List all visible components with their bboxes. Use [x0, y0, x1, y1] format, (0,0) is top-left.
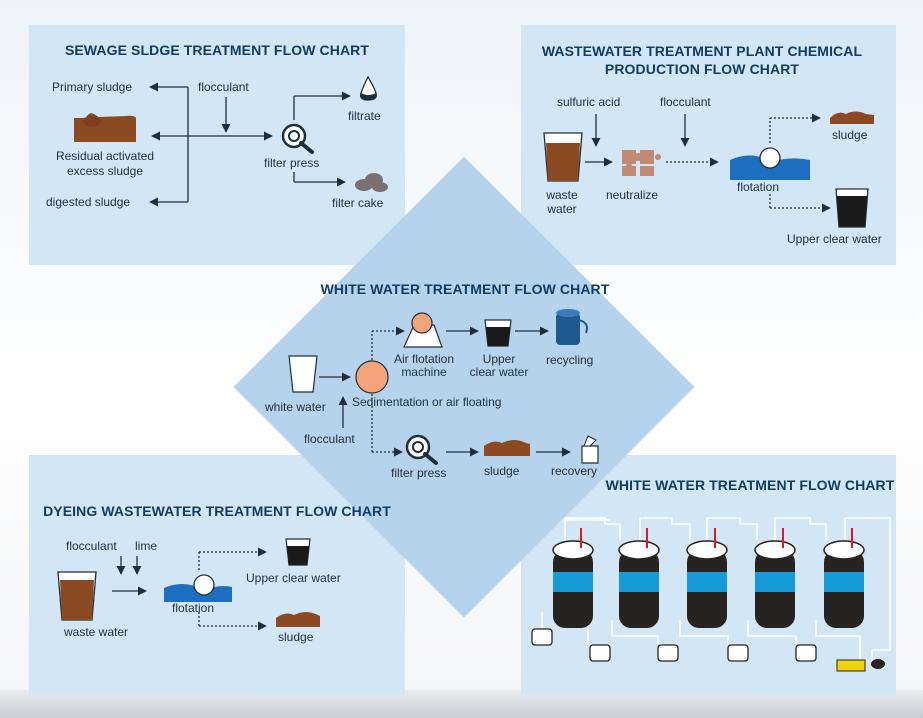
white-water-label: white water	[265, 400, 326, 414]
residual-sludge-label: Residual activated excess sludge	[55, 149, 155, 178]
sewage-sludge-panel	[29, 25, 405, 265]
lime-label: lime	[135, 539, 158, 553]
chem-flotation-icon	[730, 147, 810, 180]
dyeing-sludge-icon	[276, 612, 320, 627]
digested-sludge-label: digested sludge	[46, 195, 131, 209]
chem-sludge-label: sludge	[832, 128, 868, 142]
tank-pipes	[541, 517, 891, 664]
primary-sludge-label: Primary sludge	[52, 80, 133, 94]
dyeing-flocculant-label: flocculant	[66, 539, 117, 553]
recycling-label: recycling	[546, 353, 594, 367]
filtrate-drop-icon	[360, 75, 377, 101]
center-filter-press-label: filter press	[391, 466, 447, 480]
recovery-label: recovery	[551, 464, 598, 478]
dyeing-clear-water-cup-icon	[285, 538, 311, 566]
pump-1	[531, 628, 553, 646]
pump-motor-icon	[871, 659, 885, 669]
chem-flocculant-label: flocculant	[660, 95, 711, 109]
white-water-cup-icon	[288, 355, 318, 393]
residual-sludge-icon	[74, 113, 136, 142]
chem-waste-water-label: waste water	[546, 188, 578, 216]
center-filter-press-icon	[405, 434, 438, 465]
dyeing-title: DYEING WASTEWATER TREATMENT FLOW CHART	[43, 503, 391, 519]
chem-flow-lines	[585, 113, 831, 213]
tank-1	[552, 528, 594, 628]
dyeing-flotation-label: flotation	[172, 601, 215, 615]
dyeing-waste-water-label: waste water	[64, 625, 129, 639]
dyeing-sludge-label: sludge	[278, 630, 314, 644]
recovery-bin-icon	[581, 435, 599, 464]
center-clear-water-cup-icon	[484, 319, 512, 347]
recycling-bin-icon	[556, 309, 588, 345]
neutralize-label: neutralize	[606, 188, 659, 202]
chem-flotation-label: flotation	[737, 180, 780, 194]
pump-4	[727, 644, 749, 662]
filter-cake-label: filter cake	[332, 196, 384, 210]
white-right-title: WHITE WATER TREATMENT FLOW CHART	[605, 477, 895, 493]
pump-3	[657, 644, 679, 662]
wastewater-chemical-panel	[521, 25, 896, 265]
dyeing-upper-clear-water-label: Upper clear water	[246, 571, 341, 585]
sedimentation-label: Sedimentation or air floating	[352, 395, 502, 409]
upper-clear-water-cup-icon	[835, 188, 869, 228]
pump-5	[795, 644, 817, 662]
center-sludge-icon	[484, 440, 530, 456]
air-flotation-machine-label: Air flotation machine	[393, 352, 455, 379]
tank-4	[754, 528, 796, 628]
sulfuric-acid-label: sulfuric acid	[557, 95, 621, 109]
dyeing-waste-water-cup-icon	[57, 571, 97, 621]
sewage-flow-lines	[149, 82, 351, 207]
filter-cake-icon	[355, 173, 388, 192]
dyeing-flow-lines	[112, 547, 267, 631]
filtrate-label: filtrate	[348, 109, 381, 123]
center-upper-clear-water-label: Upper clear water	[469, 352, 529, 379]
chem-waste-water-cup-icon	[543, 132, 583, 182]
air-flotation-machine-icon	[403, 312, 443, 348]
sewage-filter-press-label: filter press	[264, 156, 320, 170]
wastewater-chem-title: WASTEWATER TREATMENT PLANT CHEMICAL PROD…	[541, 43, 863, 77]
sewage-title: SEWAGE SLDGE TREATMENT FLOW CHART	[64, 42, 370, 58]
filter-press-icon	[281, 123, 314, 154]
center-sludge-label: sludge	[484, 464, 520, 478]
tank-3	[686, 528, 728, 628]
sewage-flocculant-label: flocculant	[198, 80, 249, 94]
sedimentation-tank-icon	[355, 360, 389, 394]
yellow-pump-icon	[836, 659, 866, 672]
white-center-title: WHITE WATER TREATMENT FLOW CHART	[320, 281, 610, 297]
tank-pumps	[531, 628, 817, 662]
pump-2	[589, 644, 611, 662]
neutralize-puzzle-icon	[622, 150, 661, 176]
center-flow-lines	[319, 326, 571, 457]
tank-2	[618, 528, 660, 628]
chem-sludge-icon	[830, 111, 874, 124]
dyeing-flotation-icon	[164, 574, 232, 602]
tank-5	[823, 528, 865, 628]
center-flocculant-label: flocculant	[304, 432, 355, 446]
chem-upper-clear-water-label: Upper clear water	[787, 232, 882, 246]
